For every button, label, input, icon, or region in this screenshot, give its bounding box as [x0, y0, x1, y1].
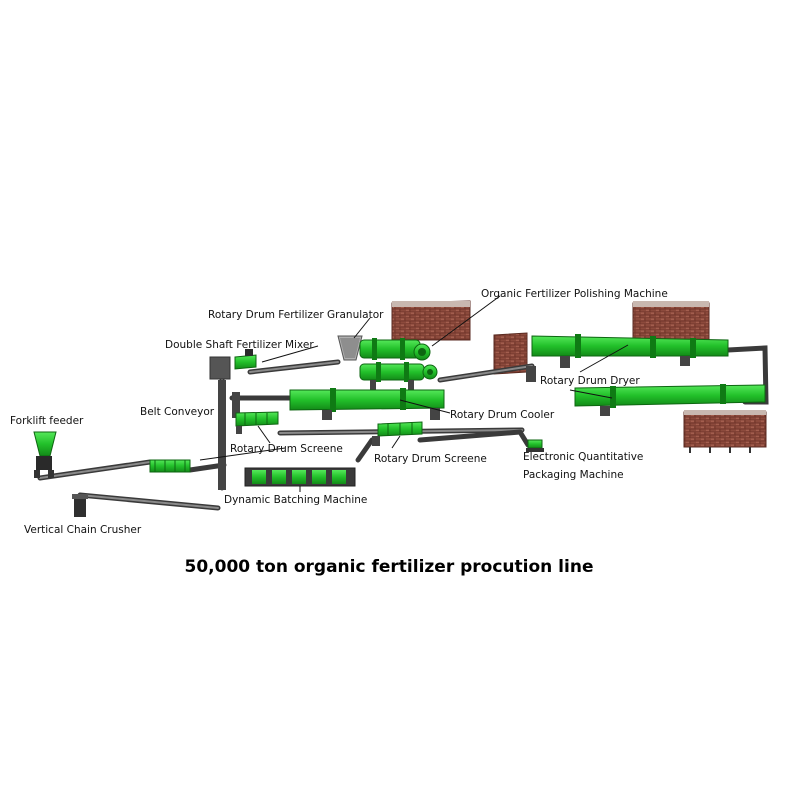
- label-double-shaft-mixer: Double Shaft Fertilizer Mixer: [165, 339, 314, 351]
- label-packaging-line1: Electronic Quantitative: [523, 451, 643, 463]
- granulator-feed-hopper: [337, 335, 363, 361]
- label-rotary-drum-screene-1: Rotary Drum Screene: [230, 443, 343, 455]
- rotary-drum-cooler-machine-right: [574, 384, 766, 416]
- rotary-drum-granulator-machine: [359, 338, 431, 361]
- forklift-feeder-machine: [33, 431, 57, 478]
- rotary-drum-dryer-machine: [526, 334, 729, 382]
- vertical-chain-crusher-machine: [72, 494, 88, 517]
- label-vertical-chain-crusher: Vertical Chain Crusher: [24, 524, 142, 536]
- polishing-machine: [359, 362, 438, 390]
- rotary-drum-screen-3-machine: [372, 421, 423, 446]
- label-belt-conveyor: Belt Conveyor: [140, 406, 215, 418]
- label-polishing-machine: Organic Fertilizer Polishing Machine: [481, 288, 668, 300]
- diagram-title: 50,000 ton organic fertilizer procution …: [185, 557, 594, 577]
- support-frame: [209, 356, 240, 490]
- leader-lines: [199, 295, 629, 492]
- label-rotary-drum-screene-2: Rotary Drum Screene: [374, 453, 487, 465]
- label-forklift-feeder: Forklift feeder: [10, 415, 84, 427]
- dynamic-batching-machine: [244, 467, 356, 487]
- rotary-drum-cooler-machine: [289, 388, 445, 420]
- label-rotary-drum-dryer: Rotary Drum Dryer: [540, 375, 640, 387]
- label-rotary-drum-cooler: Rotary Drum Cooler: [450, 409, 555, 421]
- hot-air-furnace-dryer: [632, 301, 710, 341]
- double-shaft-mixer-machine: [234, 349, 257, 370]
- hot-air-furnace-granulator: [391, 300, 471, 341]
- packaging-machine: [526, 439, 544, 452]
- rotary-drum-screen-1-machine: [149, 459, 191, 473]
- hot-air-furnace-cooler: [683, 410, 767, 453]
- label-dynamic-batching: Dynamic Batching Machine: [224, 494, 367, 506]
- rotary-drum-screen-2-machine: [235, 411, 279, 434]
- label-packaging-line2: Packaging Machine: [523, 469, 624, 481]
- label-rotary-drum-granulator: Rotary Drum Fertilizer Granulator: [208, 309, 384, 321]
